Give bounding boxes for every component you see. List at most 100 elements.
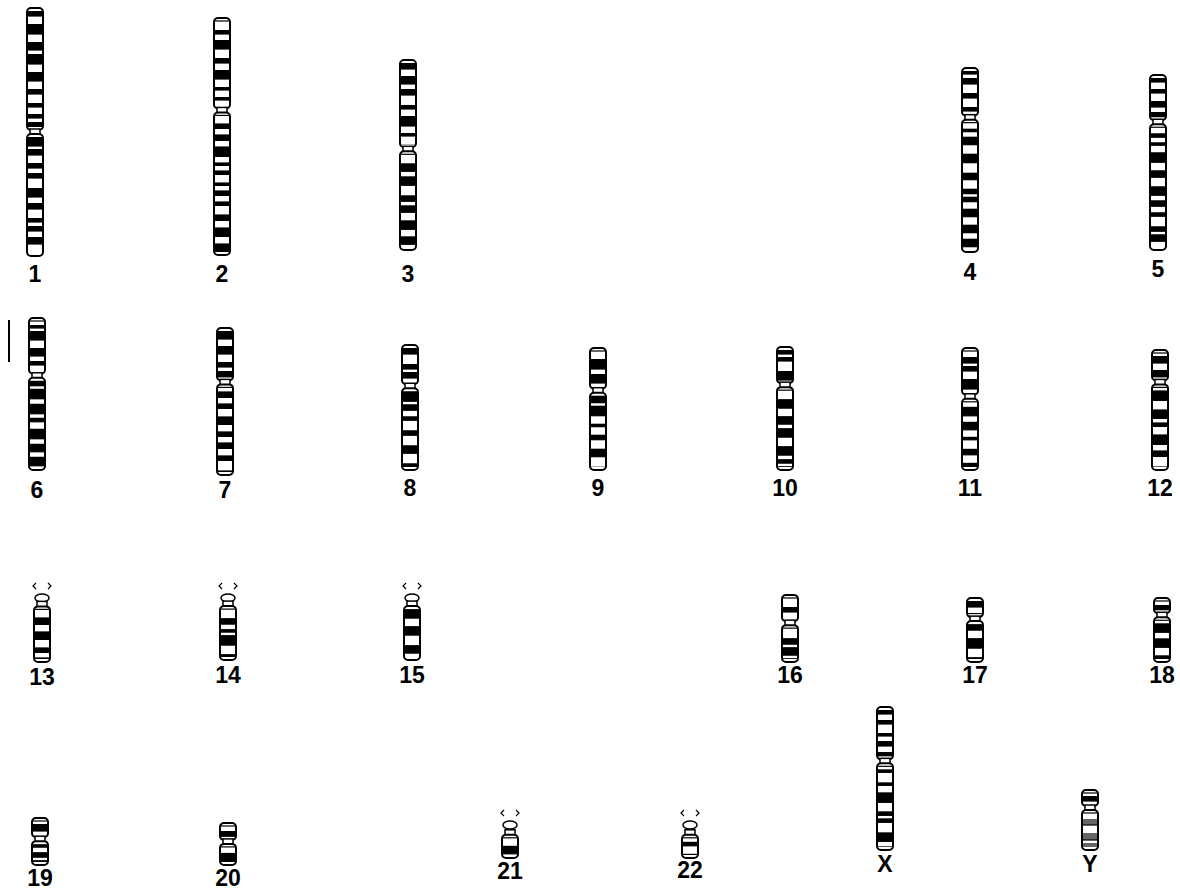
dark-band bbox=[968, 638, 982, 648]
dark-band bbox=[968, 657, 982, 659]
band-line bbox=[27, 208, 43, 209]
band-line bbox=[590, 456, 606, 457]
dark-band bbox=[30, 331, 44, 340]
dark-band bbox=[28, 237, 42, 244]
dark-band bbox=[968, 613, 982, 614]
band-line bbox=[877, 785, 893, 786]
band-line bbox=[1154, 620, 1170, 621]
dark-band bbox=[30, 389, 44, 399]
band-line bbox=[400, 185, 416, 186]
dark-band bbox=[1083, 796, 1097, 801]
dark-band bbox=[405, 626, 419, 635]
dark-band bbox=[591, 374, 605, 383]
band-line bbox=[214, 115, 230, 116]
dark-band bbox=[28, 24, 42, 34]
dark-band bbox=[591, 424, 605, 427]
chromosome-arm bbox=[29, 318, 45, 374]
chromosome-arm bbox=[34, 606, 50, 662]
band-line bbox=[962, 439, 978, 440]
band-line bbox=[400, 108, 416, 109]
band-line bbox=[962, 429, 978, 430]
band-line bbox=[590, 439, 606, 440]
band-line bbox=[29, 465, 45, 466]
chromosome-arm bbox=[1082, 810, 1098, 850]
dark-band bbox=[218, 362, 232, 367]
dark-band bbox=[30, 444, 44, 452]
band-line bbox=[962, 131, 978, 132]
dark-band bbox=[30, 429, 44, 439]
band-line bbox=[1152, 400, 1168, 401]
band-line bbox=[777, 424, 793, 425]
dark-band bbox=[28, 42, 42, 50]
band-line bbox=[962, 350, 978, 351]
dark-band bbox=[403, 391, 417, 401]
band-line bbox=[27, 221, 43, 222]
chromosome-number: 20 bbox=[215, 866, 241, 890]
band-line bbox=[214, 48, 230, 49]
dark-band bbox=[591, 359, 605, 369]
band-line bbox=[217, 353, 233, 354]
dark-band bbox=[218, 470, 232, 472]
band-line bbox=[402, 453, 418, 454]
chromosome-arm bbox=[27, 134, 43, 256]
dark-band bbox=[35, 617, 49, 624]
chromosome-arm bbox=[1150, 75, 1166, 120]
band-line bbox=[214, 185, 230, 186]
chromosome-number: 17 bbox=[962, 663, 988, 687]
dark-band bbox=[218, 403, 232, 408]
chromosome-number: 18 bbox=[1149, 663, 1175, 687]
band-line bbox=[400, 244, 416, 245]
dark-band bbox=[403, 404, 417, 410]
band-line bbox=[962, 144, 978, 145]
dark-band bbox=[591, 406, 605, 416]
dark-band bbox=[1153, 450, 1167, 456]
chromosome-arm bbox=[217, 328, 233, 380]
band-line bbox=[1082, 812, 1098, 813]
chromosome-number: 13 bbox=[29, 665, 55, 689]
band-line bbox=[682, 845, 698, 846]
satellite-mark bbox=[403, 583, 421, 589]
band-line bbox=[962, 179, 978, 180]
dark-band bbox=[783, 638, 797, 644]
dark-band bbox=[1155, 623, 1169, 632]
band-line bbox=[214, 89, 230, 90]
margin-mark bbox=[8, 320, 10, 362]
chromosome-arm bbox=[400, 60, 416, 147]
band-line bbox=[29, 355, 45, 356]
band-line bbox=[214, 165, 230, 166]
chromosome-number: 5 bbox=[1152, 257, 1165, 281]
dark-band bbox=[683, 842, 697, 846]
dark-band bbox=[215, 134, 229, 140]
chromosome-number: 19 bbox=[27, 866, 53, 890]
band-line bbox=[34, 652, 50, 653]
band-line bbox=[962, 362, 978, 363]
dark-band bbox=[963, 357, 977, 363]
band-line bbox=[27, 15, 43, 16]
dark-band bbox=[403, 463, 417, 467]
chromosome-number: 15 bbox=[399, 663, 425, 687]
dark-band bbox=[33, 860, 47, 862]
dark-band bbox=[878, 733, 892, 736]
satellite bbox=[503, 821, 517, 829]
band-line bbox=[962, 83, 978, 84]
chromosome-arm bbox=[1150, 124, 1166, 250]
dark-band bbox=[401, 176, 415, 185]
band-line bbox=[404, 617, 420, 618]
dark-band bbox=[218, 455, 232, 460]
dark-band bbox=[401, 116, 415, 126]
band-line bbox=[27, 80, 43, 81]
dark-band bbox=[963, 189, 977, 194]
dark-band bbox=[783, 607, 797, 612]
dark-band bbox=[28, 54, 42, 64]
band-line bbox=[29, 413, 45, 414]
dark-band bbox=[30, 361, 44, 365]
dark-band bbox=[30, 404, 44, 414]
dark-band bbox=[401, 220, 415, 229]
band-line bbox=[402, 401, 418, 402]
band-line bbox=[1082, 792, 1098, 793]
band-line bbox=[32, 830, 48, 831]
band-line bbox=[217, 366, 233, 367]
dark-band bbox=[215, 70, 229, 79]
dark-band bbox=[215, 170, 229, 174]
